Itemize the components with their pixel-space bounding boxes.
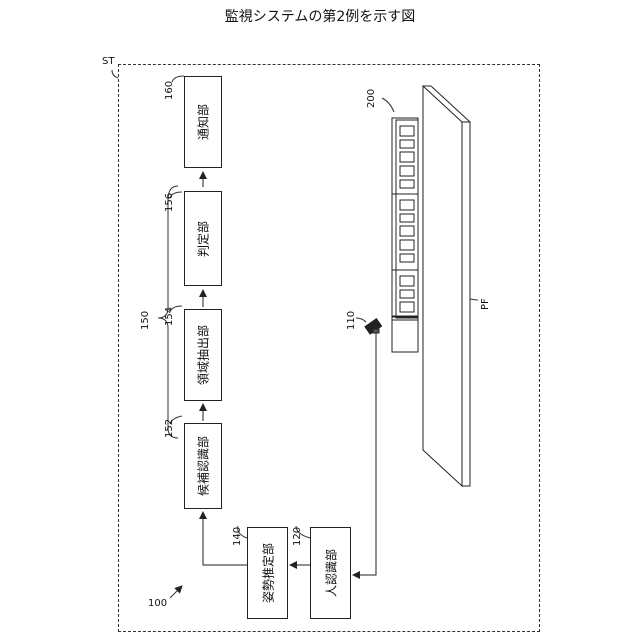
ref-152: 152 — [164, 419, 175, 438]
pose-estimation-unit-box: 姿勢推定部 — [247, 527, 288, 619]
candidate-recognition-unit-label: 候補認識部 — [195, 436, 212, 496]
ref-pf: PF — [480, 298, 491, 310]
leader-st — [112, 70, 118, 78]
person-recognition-unit-label: 人認識部 — [322, 549, 339, 597]
leader-110 — [356, 318, 366, 322]
ref-200: 200 — [366, 89, 377, 108]
ref-154: 154 — [164, 307, 175, 326]
ref-140: 140 — [232, 527, 243, 546]
train-drawing — [392, 118, 418, 318]
person-recognition-unit-box: 人認識部 — [310, 527, 351, 619]
region-extraction-unit-box: 領域抽出部 — [184, 309, 222, 401]
region-extraction-unit-label: 領域抽出部 — [195, 325, 212, 385]
judge-unit-label: 判定部 — [195, 220, 212, 256]
camera-icon — [365, 319, 382, 334]
notify-unit-label: 通知部 — [195, 104, 212, 140]
judge-unit-box: 判定部 — [184, 191, 222, 286]
leader-200 — [382, 98, 394, 112]
ref-156: 156 — [164, 193, 175, 212]
candidate-recognition-unit-box: 候補認識部 — [184, 423, 222, 509]
pose-estimation-unit-label: 姿勢推定部 — [259, 543, 276, 603]
platform-drawing — [423, 86, 470, 486]
ref-110: 110 — [346, 311, 357, 330]
arrow-100 — [170, 586, 182, 598]
ref-100: 100 — [148, 598, 167, 609]
notify-unit-box: 通知部 — [184, 76, 222, 168]
ref-st: ST — [102, 56, 114, 67]
ref-120: 120 — [292, 527, 303, 546]
ref-160: 160 — [164, 81, 175, 100]
ref-150: 150 — [140, 311, 151, 330]
arrow-camera-to-person — [353, 333, 376, 575]
